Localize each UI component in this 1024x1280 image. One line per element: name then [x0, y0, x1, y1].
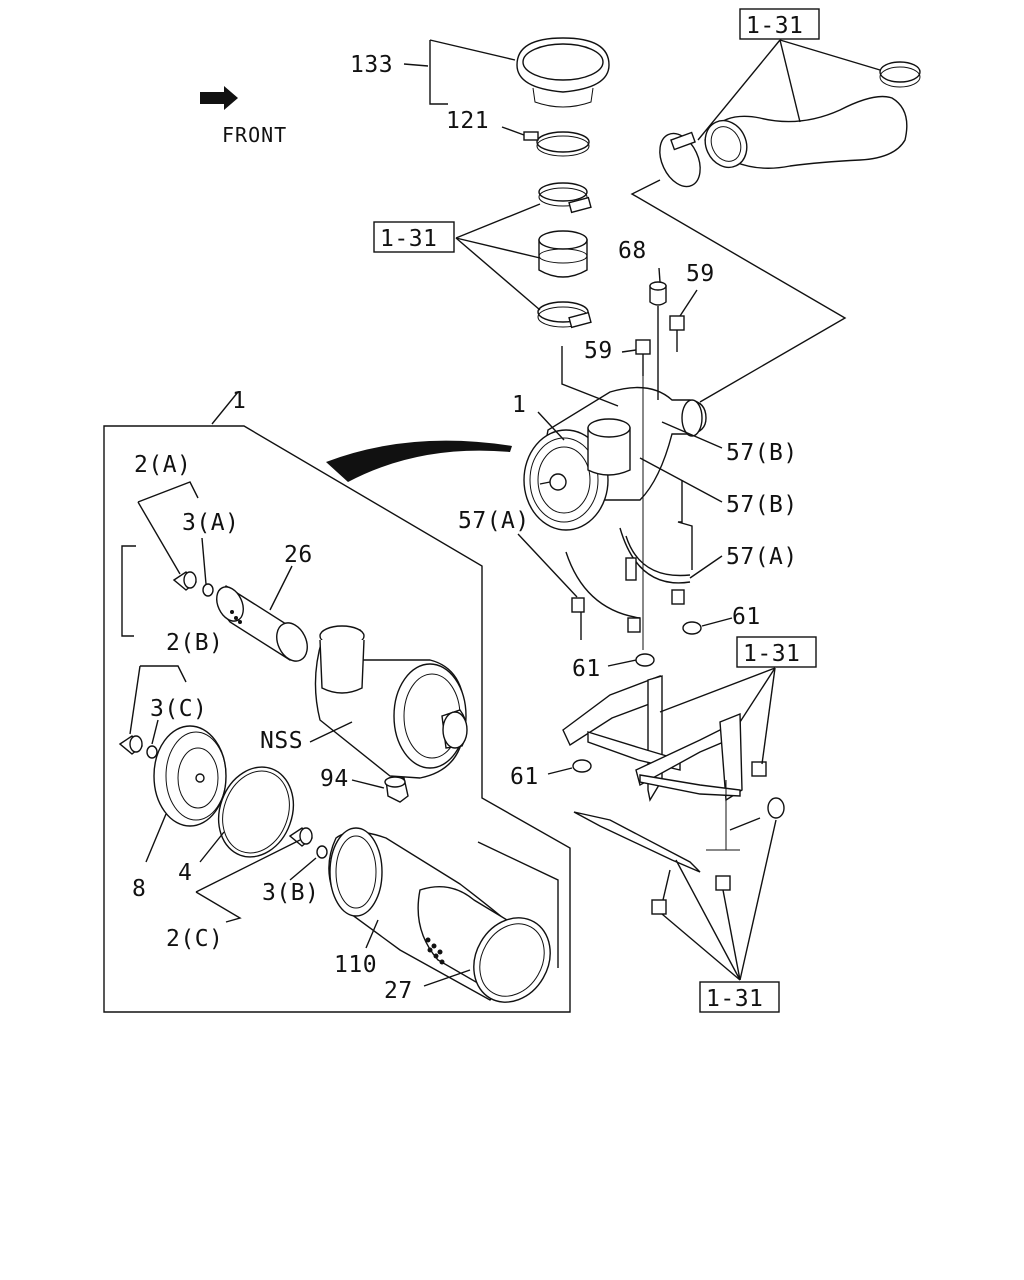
dust-valve-94 [384, 776, 409, 803]
label-59-left: 59 [584, 338, 613, 364]
label-3b: 3(B) [262, 880, 319, 906]
label-2b: 2(B) [166, 630, 223, 656]
front-arrow-icon [200, 86, 238, 110]
washer-3b [316, 845, 328, 859]
mounting-band-57 [565, 527, 691, 640]
washer-3c [146, 745, 158, 759]
label-133: 133 [350, 52, 393, 78]
hose-clamps-upper [538, 182, 592, 214]
washer-3a [202, 583, 214, 597]
o-ring-4 [217, 766, 295, 858]
label-57a-left: 57(A) [458, 508, 530, 534]
nut-61-low [572, 759, 592, 773]
bolt-59-left [635, 339, 651, 650]
label-27: 27 [384, 978, 413, 1004]
label-57b-upper: 57(B) [726, 440, 798, 466]
nut-61-right [682, 621, 702, 635]
nut-61-mid [635, 653, 655, 667]
ref-box-bottom [699, 981, 780, 1013]
front-label: FRONT [222, 123, 287, 147]
air-cleaner-body-nss [314, 625, 468, 779]
label-59-right: 59 [686, 261, 715, 287]
label-3c: 3(C) [150, 696, 207, 722]
label-4: 4 [178, 860, 192, 886]
label-61-mid: 61 [572, 656, 601, 682]
ref-label-left: 1-31 [380, 226, 437, 252]
label-110: 110 [334, 952, 377, 978]
rubber-hose-short [538, 230, 588, 278]
intake-hose-curved [659, 61, 921, 188]
label-2c: 2(C) [166, 926, 223, 952]
label-1-assembly: 1 [512, 392, 526, 418]
assembly-detail-box [103, 425, 571, 1013]
label-94: 94 [320, 766, 349, 792]
hose-clamps-lower [537, 301, 592, 329]
label-61-low: 61 [510, 764, 539, 790]
bolt-59-right [669, 315, 685, 352]
ref-label-bottom: 1-31 [706, 986, 763, 1012]
label-2a: 2(A) [134, 452, 191, 478]
intake-cap-133 [516, 37, 610, 108]
ref-box-right [736, 636, 817, 668]
safety-element-26 [216, 585, 308, 662]
mounting-bracket-assembly [562, 674, 785, 915]
ref-box-left [373, 221, 455, 253]
label-8: 8 [132, 876, 146, 902]
cover-8 [153, 725, 227, 827]
clamp-121 [501, 126, 590, 157]
label-68: 68 [618, 238, 647, 264]
label-1-box: 1 [232, 388, 246, 414]
air-cleaner-housing-assembled [523, 386, 707, 531]
wing-bolt-2a [172, 571, 198, 591]
label-57b-lower: 57(B) [726, 492, 798, 518]
ref-label-right: 1-31 [743, 641, 800, 667]
rubber-cap-68 [649, 281, 667, 400]
label-nss: NSS [260, 728, 303, 754]
wing-bolt-2b [118, 735, 144, 755]
label-3a: 3(A) [182, 510, 239, 536]
wing-bolt-2c [288, 827, 314, 847]
label-121: 121 [446, 108, 489, 134]
assembly-arrow-icon [326, 440, 512, 482]
label-26: 26 [284, 542, 313, 568]
ref-label-top: 1-31 [746, 13, 803, 39]
ref-box-top [739, 8, 820, 40]
label-57a-right: 57(A) [726, 544, 798, 570]
label-61-right: 61 [732, 604, 761, 630]
filter-element-27 [425, 917, 551, 1003]
